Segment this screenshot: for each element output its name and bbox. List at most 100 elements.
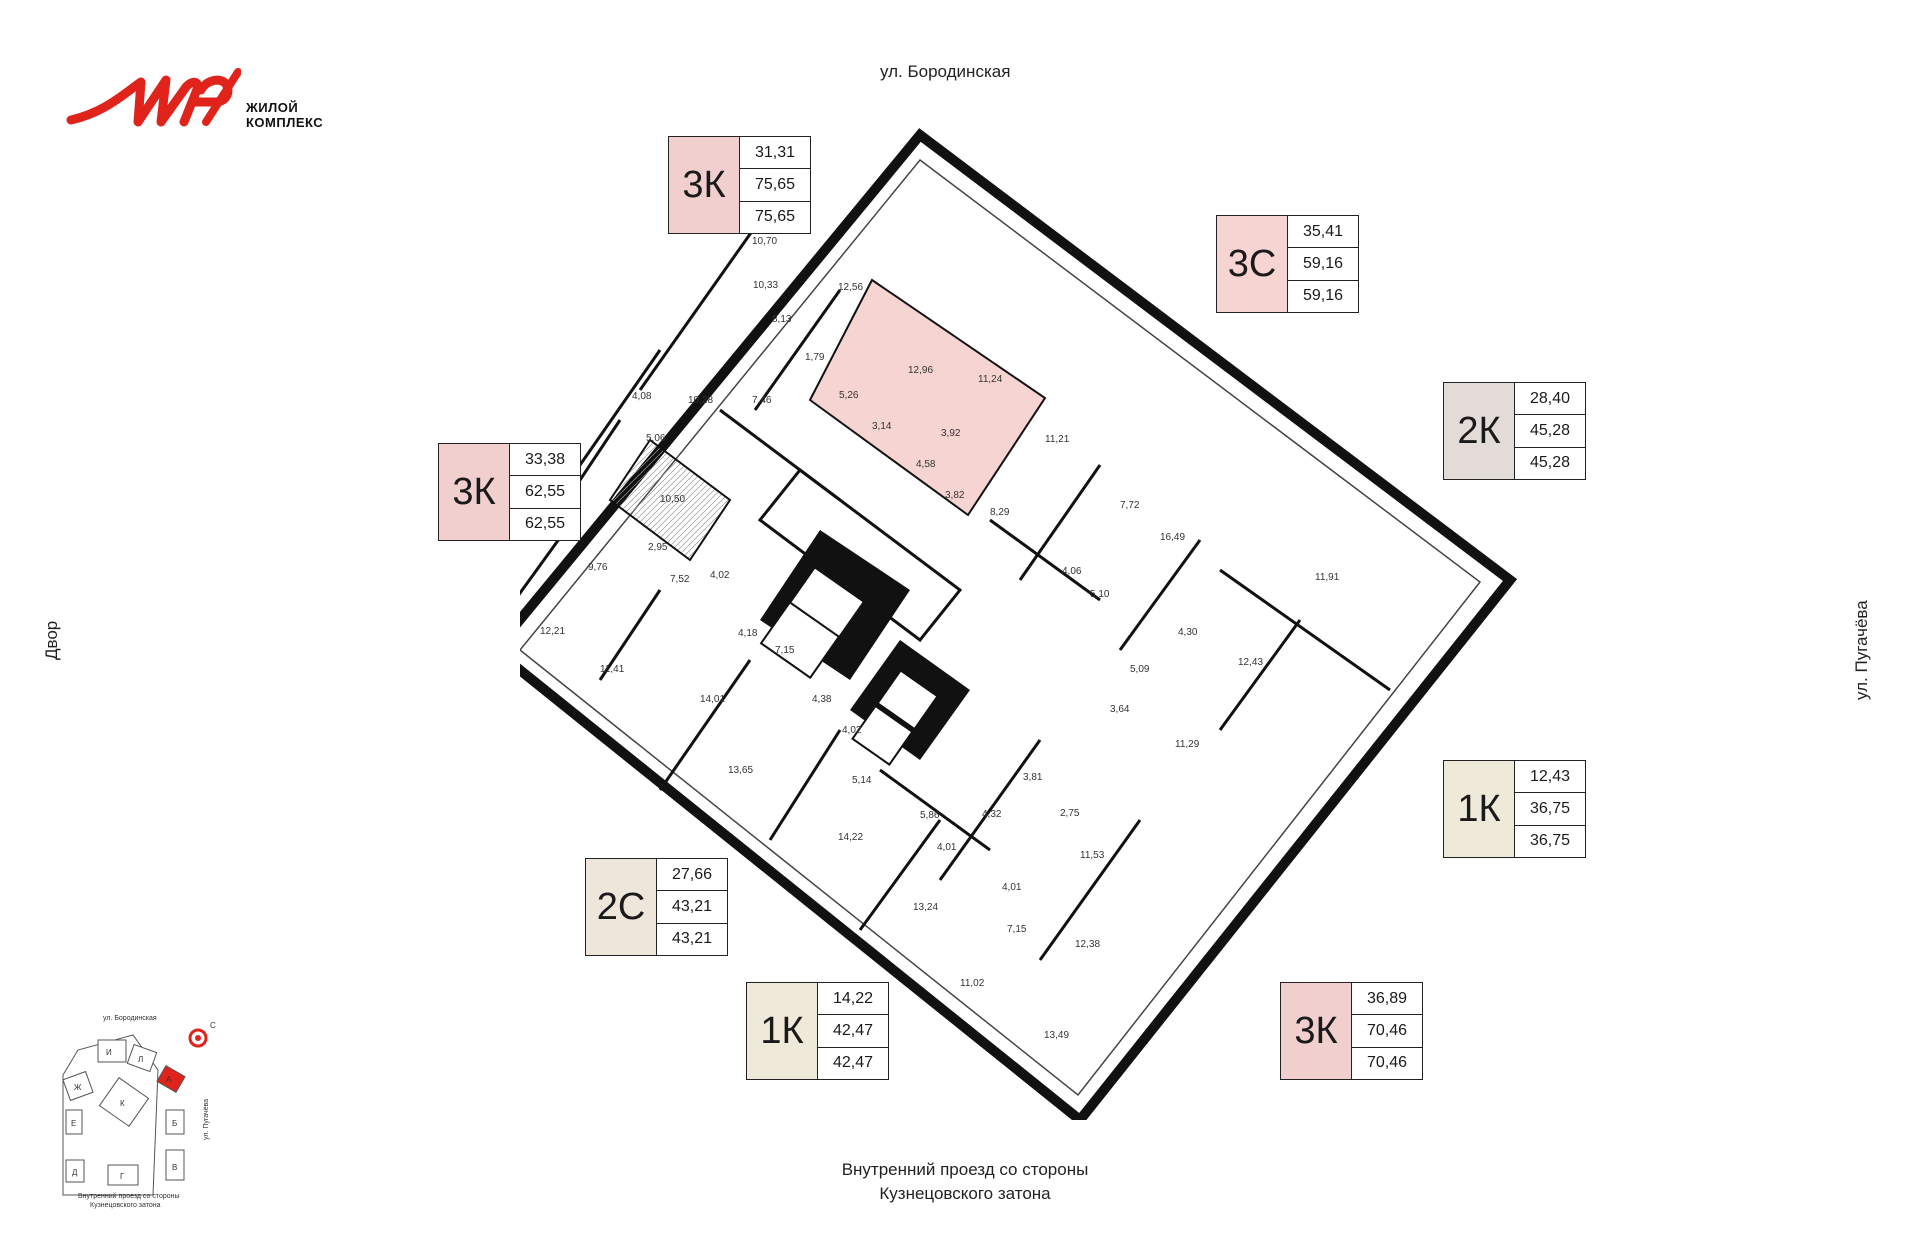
room-area: 4,02 (710, 570, 730, 581)
room-area: 13,24 (913, 902, 938, 913)
section-label: В (172, 1163, 177, 1172)
room-area: 11,02 (960, 978, 985, 989)
street-left-label: Двор (42, 620, 61, 660)
elevator-shaft-4 (851, 704, 914, 766)
room-area: 3,14 (872, 421, 892, 432)
room-area: 5,09 (1130, 664, 1150, 675)
room-area: 11,91 (1315, 572, 1340, 583)
apartment-card-3s[interactable]: 3С 35,41 59,16 59,16 (1216, 215, 1359, 313)
apartment-type: 1К (1444, 761, 1515, 857)
room-area: 7,15 (775, 645, 795, 656)
section-label: Б (172, 1119, 177, 1128)
room-area: 12,43 (1238, 657, 1263, 668)
area-total: 59,16 (1288, 248, 1358, 281)
street-bottom-label: Внутренний проезд со стороны Кузнецовско… (800, 1158, 1130, 1206)
apartment-card-1k-right[interactable]: 1К 12,43 36,75 36,75 (1443, 760, 1586, 858)
room-area: 4,18 (738, 628, 758, 639)
room-area: 13,65 (728, 765, 753, 776)
apartment-card-1k-bottom[interactable]: 1К 14,22 42,47 42,47 (746, 982, 889, 1080)
room-area: 12,21 (540, 626, 565, 637)
room-area: 9,76 (588, 562, 608, 573)
logo-text: ЖИЛОЙ КОМПЛЕКС (246, 100, 323, 130)
floor-plan: 10,70 10,33 12,56 8,13 1,79 7,46 5,26 10… (520, 128, 1518, 1120)
room-area: 7,52 (670, 574, 690, 585)
room-area: 4,02 (842, 725, 862, 736)
apartment-card-3k-bottom[interactable]: 3К 36,89 70,46 70,46 (1280, 982, 1423, 1080)
area-living: 35,41 (1288, 216, 1358, 249)
section-label: Ж (74, 1083, 82, 1092)
compass-label: С (210, 1021, 216, 1030)
minimap-street-top: ул. Бородинская (103, 1015, 157, 1022)
area-total: 43,21 (657, 891, 727, 924)
room-area: 5,10 (1090, 589, 1110, 600)
minimap-street-bottom-2: Кузнецовского затона (90, 1202, 161, 1209)
section-label: К (120, 1099, 125, 1108)
area-full: 42,47 (832, 1054, 874, 1072)
compass-icon (188, 1028, 208, 1048)
room-area: 10,70 (752, 236, 777, 247)
room-area: 11,29 (1175, 739, 1200, 750)
core (608, 438, 970, 766)
room-area: 4,38 (812, 694, 832, 705)
apartment-areas: 28,40 45,28 45,28 (1515, 383, 1585, 479)
room-area: 4,32 (982, 809, 1002, 820)
area-living: 28,40 (1515, 383, 1585, 416)
area-total: 70,46 (1352, 1015, 1422, 1048)
room-area: 10,28 (688, 395, 713, 406)
minimap-compass: С (188, 1021, 216, 1048)
apartment-card-3k-top[interactable]: 3К 31,31 75,65 75,65 (668, 136, 811, 234)
street-top-label: ул. Бородинская (880, 62, 1011, 81)
room-area: 12,56 (838, 282, 863, 293)
room-area: 5,86 (920, 810, 940, 821)
apartment-card-2k[interactable]: 2К 28,40 45,28 45,28 (1443, 382, 1586, 480)
room-area: 16,49 (1160, 532, 1185, 543)
room-area: 11,21 (1045, 434, 1070, 445)
apartment-areas: 31,31 75,65 75,65 (740, 137, 810, 233)
room-area: 7,15 (1007, 924, 1027, 935)
room-area: 2,95 (648, 542, 668, 553)
apartment-areas: 27,66 43,21 43,21 (657, 859, 727, 955)
apartment-areas: 12,43 36,75 36,75 (1515, 761, 1585, 857)
area-living: 12,43 (1515, 761, 1585, 794)
room-area: 11,24 (978, 374, 1003, 385)
room-area: 4,08 (632, 391, 652, 402)
room-area: 3,64 (1110, 704, 1130, 715)
area-total: 36,75 (1515, 793, 1585, 826)
room-area: 4,06 (1062, 566, 1082, 577)
section-label: Е (71, 1119, 76, 1128)
area-full: 70,46 (1366, 1054, 1408, 1072)
elevator-shaft-3 (876, 669, 939, 731)
area-full: 62,55 (524, 515, 566, 533)
section-label: Г (120, 1172, 125, 1181)
room-area: 3,92 (941, 428, 961, 439)
minimap-street-bottom-1: Внутренний проезд со стороны (78, 1192, 180, 1200)
minimap-street-right: ул. Пугачёва (203, 1099, 210, 1140)
apartment-areas: 14,22 42,47 42,47 (818, 983, 888, 1079)
building-shell (520, 128, 1518, 1120)
area-full: 75,65 (754, 208, 796, 226)
highlighted-apartment[interactable] (808, 278, 1047, 517)
street-right-label: ул. Пугачёва (1852, 600, 1871, 700)
apartment-type: 2К (1444, 383, 1515, 479)
area-living: 36,89 (1352, 983, 1422, 1016)
area-total: 62,55 (510, 476, 580, 509)
room-area: 4,58 (916, 459, 936, 470)
room-area: 11,53 (1080, 850, 1105, 861)
apartment-type: 3К (669, 137, 740, 233)
room-area: 2,75 (1060, 808, 1080, 819)
active-section[interactable] (156, 1065, 186, 1093)
room-area: 1,79 (805, 352, 825, 363)
area-full: 45,28 (1529, 454, 1571, 472)
apartment-card-2s[interactable]: 2С 27,66 43,21 43,21 (585, 858, 728, 956)
room-area: 12,38 (1075, 939, 1100, 950)
area-full: 43,21 (671, 930, 713, 948)
apartment-type: 3К (1281, 983, 1352, 1079)
room-area: 14,01 (700, 694, 725, 705)
room-area: 13,49 (1044, 1030, 1069, 1041)
room-area: 8,29 (990, 507, 1010, 518)
room-area: 12,96 (908, 365, 933, 376)
apartment-card-3k-left[interactable]: 3К 33,38 62,55 62,55 (438, 443, 581, 541)
apartment-type: 3К (439, 444, 510, 540)
apartment-areas: 35,41 59,16 59,16 (1288, 216, 1358, 312)
outer-wall (520, 128, 1518, 1120)
